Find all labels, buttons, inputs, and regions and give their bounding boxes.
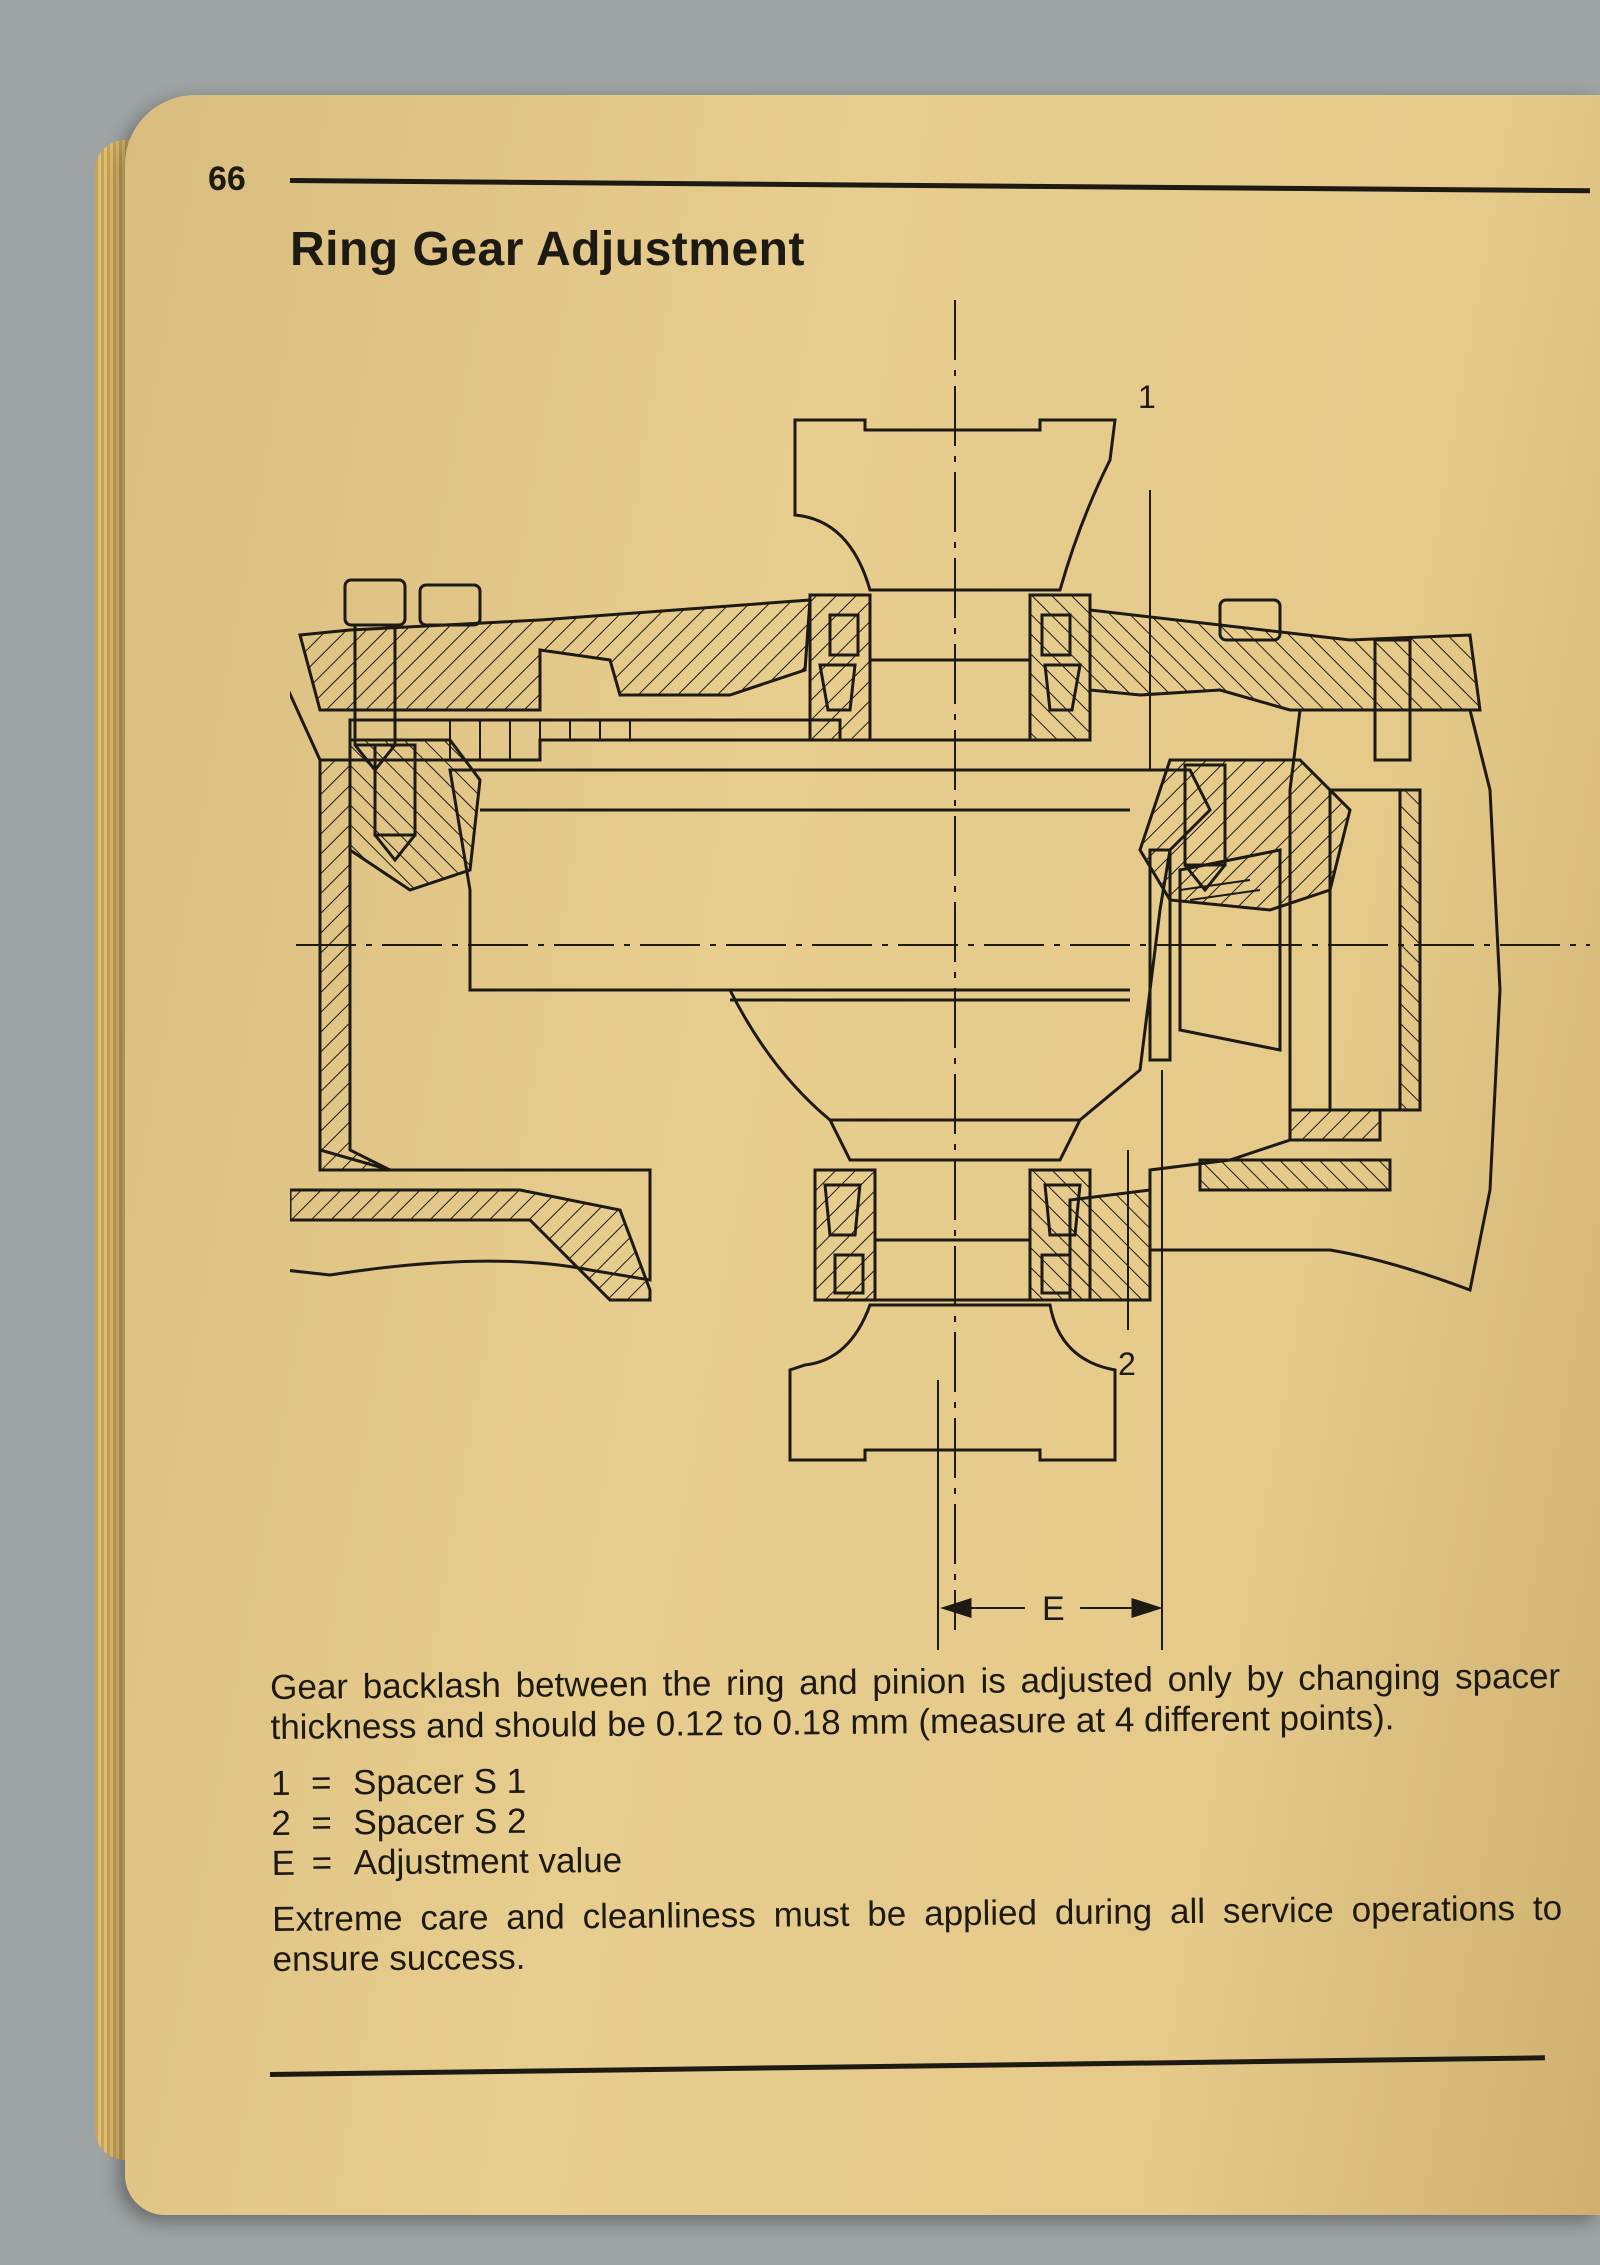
- legend-key: 2: [271, 1803, 291, 1843]
- label-e: E: [1042, 1590, 1065, 1628]
- ring-gear-cross-section-diagram: 1 2 E: [290, 290, 1590, 1660]
- legend-equals: =: [311, 1803, 332, 1843]
- legend-key: 1: [270, 1763, 291, 1803]
- body-text: Gear backlash between the ring and pinio…: [270, 1657, 1563, 1996]
- legend-equals: =: [310, 1763, 332, 1803]
- label-1: 1: [1138, 379, 1156, 415]
- closing-paragraph: Extreme care and cleanliness must be app…: [272, 1888, 1563, 1979]
- legend-key: E: [271, 1843, 296, 1883]
- legend-equals: =: [311, 1843, 333, 1883]
- intro-paragraph: Gear backlash between the ring and pinio…: [270, 1656, 1561, 1747]
- legend-text: Adjustment value: [353, 1840, 623, 1883]
- page-number: 66: [208, 160, 246, 198]
- legend-text: Spacer S 1: [352, 1761, 527, 1803]
- legend: 1 = Spacer S 1 2 = Spacer S 2 E = Adjust…: [271, 1753, 1562, 1884]
- label-2: 2: [1118, 1346, 1136, 1382]
- page-title: Ring Gear Adjustment: [290, 223, 805, 276]
- book-page: [125, 95, 1600, 2215]
- legend-text: Spacer S 2: [353, 1801, 527, 1843]
